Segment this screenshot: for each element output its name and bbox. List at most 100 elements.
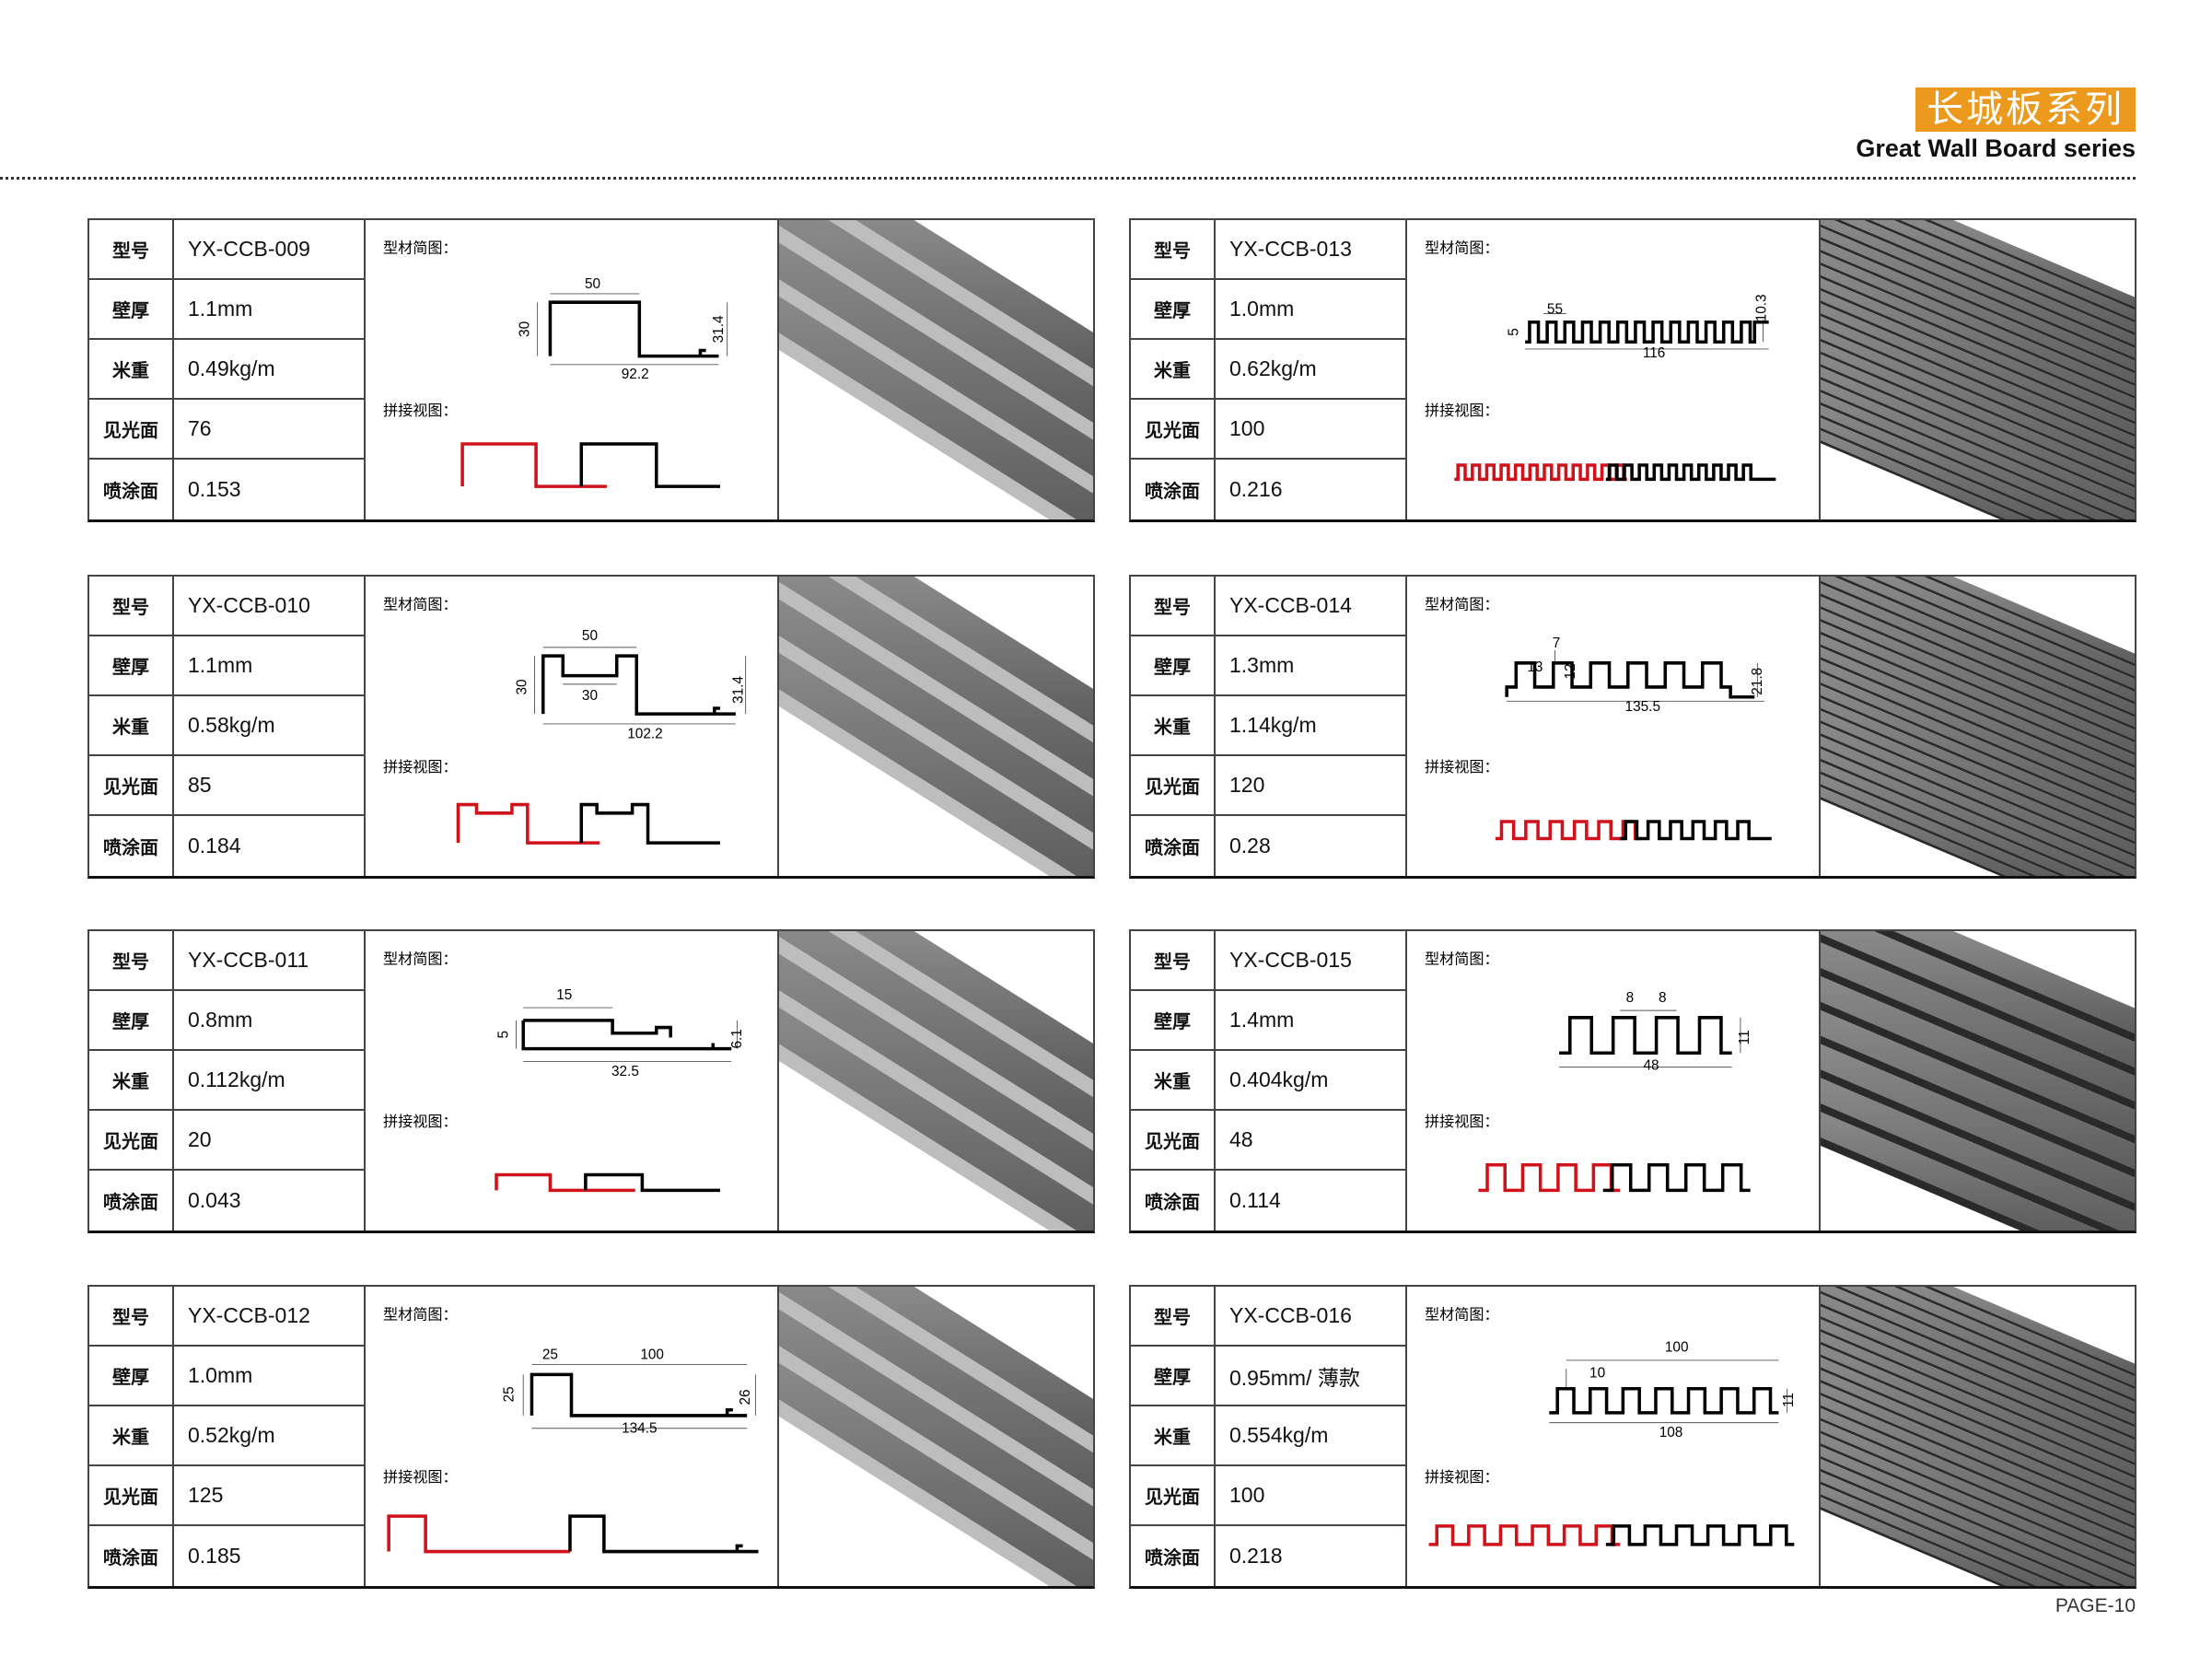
panel-edge (1821, 325, 2135, 462)
product-photo (779, 220, 1093, 519)
panel-edge (1821, 1430, 2135, 1568)
panel-edge (1821, 967, 2135, 1110)
splice-title: 拼接视图： (383, 758, 458, 776)
panel-edge (1821, 657, 2135, 794)
panel-edge (1821, 694, 2135, 832)
dimension-label: 13 (1527, 659, 1543, 675)
spec-label: 喷涂面 (1131, 460, 1216, 519)
diagram-title: 型材简图： (1425, 950, 1499, 967)
panel-channel (1821, 1009, 2135, 1170)
spec-label: 见光面 (89, 1466, 174, 1526)
panel-channel (779, 931, 1093, 1134)
spec-label: 见光面 (1131, 1466, 1216, 1526)
spec-value: 100 (1216, 400, 1405, 460)
diagram-title: 型材简图： (383, 595, 458, 612)
panel-channel (779, 296, 1093, 519)
panel-channel (1821, 1433, 2135, 1578)
splice-piece-black (579, 802, 720, 845)
page-number: PAGE-10 (2055, 1595, 2136, 1616)
product-photo (779, 1287, 1093, 1586)
panel-channel (1821, 942, 2135, 1102)
spec-value: 76 (174, 400, 364, 460)
spec-value: 1.1mm (174, 280, 364, 340)
panel-channel (1821, 1319, 2135, 1463)
spec-label: 见光面 (1131, 1111, 1216, 1171)
dimension-label: 116 (1643, 345, 1666, 361)
splice-piece-black (568, 1514, 759, 1554)
spec-label: 壁厚 (89, 991, 174, 1051)
diagram-title: 型材简图： (383, 1305, 458, 1323)
dimension-label: 55 (1547, 301, 1563, 317)
spec-value: 125 (174, 1466, 364, 1526)
spec-label: 型号 (89, 220, 174, 280)
panel-channel (1821, 583, 2135, 728)
panel-channel (1821, 736, 2135, 876)
spec-value: YX-CCB-010 (174, 577, 364, 636)
spec-value: YX-CCB-012 (174, 1287, 364, 1347)
panel-channel (1821, 1382, 2135, 1526)
dimension-lines (1559, 1009, 1741, 1068)
spec-value: 0.49kg/m (174, 340, 364, 400)
panel-channel (1821, 354, 2135, 498)
spec-value: 120 (1216, 756, 1405, 816)
spec-label: 喷涂面 (89, 1171, 174, 1231)
diagram-title: 型材简图： (383, 239, 458, 256)
panel-channel (1821, 367, 2135, 511)
splice-piece-red (495, 1172, 635, 1193)
panel-channel (1821, 252, 2135, 396)
panel-edge (1821, 745, 2126, 876)
dimension-lines (534, 647, 747, 725)
panel-edge (828, 220, 1093, 387)
product-photo (1821, 931, 2135, 1231)
spec-value: 0.28 (1229, 834, 1271, 857)
spec-label: 喷涂面 (89, 1526, 174, 1586)
spec-label: 壁厚 (1131, 991, 1216, 1051)
profile-outline (1549, 1386, 1779, 1415)
spec-value: 1.0mm (1216, 280, 1405, 340)
panel-channel (1821, 1332, 2135, 1476)
panel-edge (1821, 313, 2135, 450)
panel-channel (1840, 1287, 2135, 1412)
diagram-title: 型材简图： (383, 950, 458, 967)
spec-label: 见光面 (89, 1111, 174, 1171)
panel-channel (1821, 1395, 2135, 1539)
dimension-label: 10 (1589, 1365, 1605, 1381)
panel-edge (1821, 1290, 2135, 1428)
spec-label: 米重 (1131, 1406, 1216, 1466)
panel-channel (1821, 265, 2135, 409)
splice-title: 拼接视图： (383, 1468, 458, 1486)
dotted-divider (0, 177, 2136, 180)
panel-edge (1821, 682, 2135, 819)
panel-edge (1821, 351, 2135, 488)
spec-value: 1.0mm (174, 1347, 364, 1406)
series-title-en: Great Wall Board series (1856, 134, 2136, 162)
panel-channel (1821, 577, 2135, 715)
spec-value: YX-CCB-011 (174, 931, 364, 991)
panel-edge (779, 1044, 1077, 1231)
panel-channel (1840, 577, 2135, 702)
panel-channel (1821, 710, 2135, 855)
dimension-label: 31.4 (731, 676, 747, 704)
panel-channel (1930, 577, 2135, 664)
panel-edge (1821, 1443, 2135, 1581)
dimension-label: 50 (582, 628, 598, 644)
panel-channel (779, 220, 1093, 423)
spec-value: 1.1mm (174, 636, 364, 696)
panel-edge (1821, 237, 2135, 374)
spec-value: 1.4mm (1216, 991, 1405, 1051)
panel-channel (1930, 1287, 2135, 1374)
dimension-label: 12 (1563, 663, 1578, 679)
spec-label: 型号 (1131, 931, 1216, 991)
dimension-label: 25 (501, 1386, 517, 1402)
panel-edge (1821, 631, 2135, 768)
